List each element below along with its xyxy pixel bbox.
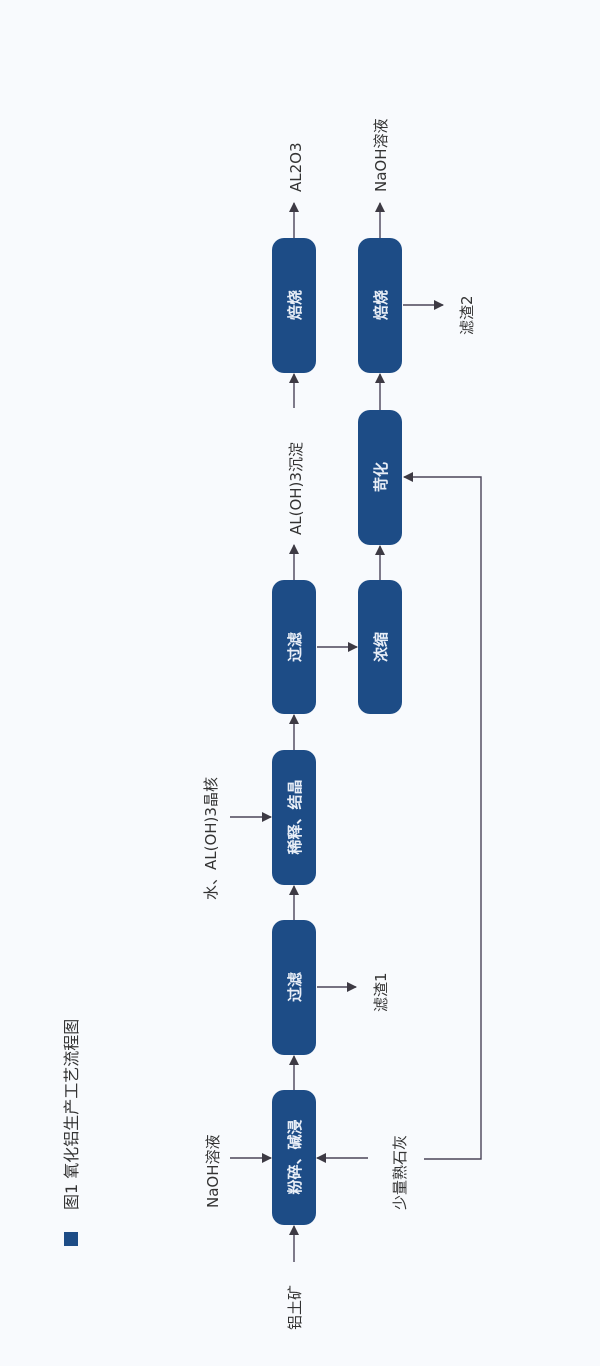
node-filter2: 过滤 (272, 580, 316, 714)
label-lime: 少量熟石灰 (391, 1135, 409, 1210)
node-concentrate: 浓缩 (358, 580, 402, 714)
label-aloh3-precip: AL(OH)3沉淀 (287, 442, 305, 535)
node-causticize-label: 苛化 (372, 462, 390, 492)
label-bauxite: 铝土矿 (286, 1285, 304, 1330)
node-crush-leach-label: 粉碎、碱浸 (286, 1119, 304, 1194)
node-filter1-label: 过滤 (286, 972, 304, 1002)
node-filter1: 过滤 (272, 920, 316, 1055)
figure-title: 图1 氧化铝生产工艺流程图 (62, 1019, 81, 1210)
label-al2o3: AL2O3 (287, 142, 305, 192)
label-residue1: 滤渣1 (372, 972, 390, 1012)
title-marker-icon (64, 1232, 78, 1246)
label-water-seed: 水、AL(OH)3晶核 (202, 777, 220, 900)
node-roast1-label: 焙烧 (286, 290, 304, 320)
node-concentrate-label: 浓缩 (372, 632, 390, 662)
node-dilute-crystallize: 稀释、结晶 (272, 750, 316, 885)
node-roast2: 焙烧 (358, 238, 402, 373)
node-roast2-label: 焙烧 (372, 290, 390, 320)
node-causticize: 苛化 (358, 410, 402, 545)
node-roast1: 焙烧 (272, 238, 316, 373)
node-crush-leach: 粉碎、碱浸 (272, 1090, 316, 1225)
label-residue2: 滤渣2 (458, 295, 476, 335)
node-dilute-crystallize-label: 稀释、结晶 (286, 779, 304, 854)
node-filter2-label: 过滤 (286, 632, 304, 662)
feedback-line-lime (403, 472, 482, 1160)
label-naoh-out: NaOH溶液 (372, 119, 390, 193)
label-naoh-in: NaOH溶液 (204, 1135, 222, 1209)
